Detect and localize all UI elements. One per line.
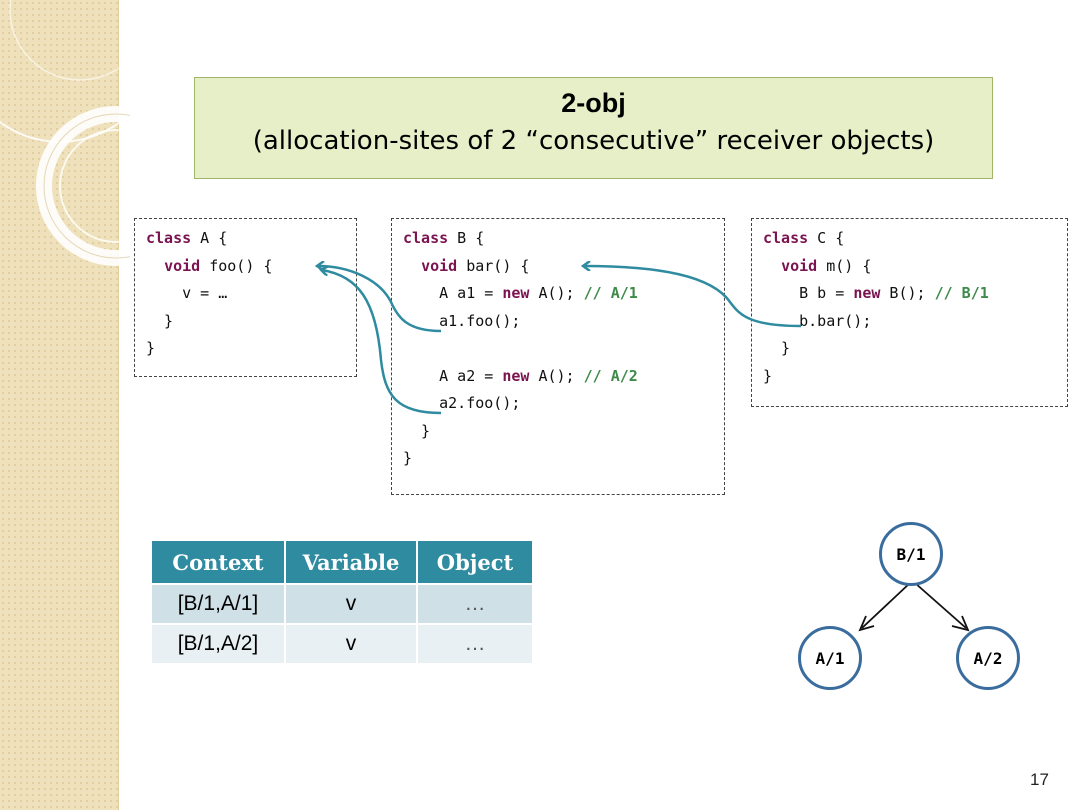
- code-line: }: [403, 421, 430, 441]
- context-table: Context Variable Object [B/1,A/1] v … [B…: [152, 541, 532, 663]
- code-line: b.bar();: [763, 311, 871, 331]
- code-text: a1.foo();: [403, 311, 521, 330]
- code-line: class A {: [146, 228, 227, 248]
- code-text: A();: [529, 284, 584, 302]
- code-keyword: new: [502, 366, 530, 385]
- code-text: C {: [808, 229, 845, 247]
- code-text: }: [763, 366, 773, 385]
- code-text: A {: [191, 229, 228, 247]
- code-text: A();: [529, 366, 584, 385]
- code-comment: // A/1: [583, 284, 638, 302]
- code-keyword: class: [403, 229, 449, 247]
- call-arrow-b-bar: [584, 266, 802, 328]
- code-line: void m() {: [763, 256, 871, 276]
- code-keyword: class: [763, 229, 809, 247]
- table-row: [B/1,A/1] v …: [152, 583, 532, 624]
- code-text: foo() {: [200, 256, 273, 275]
- code-line: }: [146, 311, 173, 331]
- code-text: A a2 =: [403, 366, 503, 385]
- slide-subtitle: (allocation-sites of 2 “consecutive” rec…: [252, 126, 935, 156]
- call-arrow-a2-foo: [322, 270, 442, 415]
- code-text: B b =: [763, 284, 854, 302]
- code-text: B();: [880, 284, 935, 302]
- code-line: }: [146, 338, 155, 358]
- code-keyword: void: [421, 256, 458, 275]
- code-line: a2.foo();: [403, 393, 520, 413]
- cell-variable: v: [285, 623, 418, 663]
- header-object: Object: [417, 541, 532, 584]
- code-keyword: new: [502, 284, 530, 302]
- code-comment: // B/1: [934, 284, 989, 302]
- code-text: }: [146, 339, 156, 357]
- edge-b1-a1: [861, 582, 911, 629]
- code-line: a1.foo();: [403, 311, 520, 331]
- page-number: 17: [1030, 770, 1049, 789]
- code-class-b: class B { void bar() { A a1 = new A(); /…: [391, 218, 725, 495]
- call-arrow-a1-foo: [318, 266, 442, 333]
- table-row: [B/1,A/2] v …: [152, 623, 532, 663]
- node-a2: A/2: [956, 626, 1020, 690]
- code-text: bar() {: [457, 256, 530, 275]
- code-keyword: new: [853, 284, 881, 302]
- node-a1: A/1: [798, 626, 862, 690]
- code-line: }: [403, 448, 412, 468]
- edge-b1-a2: [914, 582, 967, 629]
- code-keyword: class: [146, 229, 192, 247]
- code-keyword: void: [781, 256, 818, 275]
- code-text: }: [763, 339, 791, 357]
- code-text: m() {: [817, 256, 872, 275]
- code-text: }: [403, 421, 431, 440]
- code-text: B {: [448, 229, 485, 247]
- cell-object: …: [417, 623, 532, 663]
- code-line: A a1 = new A(); // A/1: [403, 283, 638, 303]
- code-text: b.bar();: [763, 311, 872, 330]
- code-line: }: [763, 366, 772, 386]
- code-line: void bar() {: [403, 256, 529, 276]
- code-comment: // A/2: [583, 366, 638, 385]
- slide-title: 2-obj: [561, 88, 626, 118]
- title-box: 2-obj (allocation-sites of 2 “consecutiv…: [194, 77, 993, 179]
- node-b1: B/1: [879, 522, 943, 586]
- code-text: a2.foo();: [403, 394, 521, 412]
- header-context: Context: [152, 541, 286, 584]
- code-line: B b = new B(); // B/1: [763, 283, 989, 303]
- code-line: v = …: [146, 283, 227, 303]
- code-text: A a1 =: [403, 284, 503, 302]
- code-line: void foo() {: [146, 256, 272, 276]
- code-class-c: class C { void m() { B b = new B(); // B…: [751, 218, 1068, 407]
- code-text: }: [403, 449, 413, 467]
- header-variable: Variable: [285, 541, 418, 584]
- code-line: }: [763, 338, 790, 358]
- code-class-a: class A { void foo() { v = … }}: [134, 218, 357, 377]
- code-line: A a2 = new A(); // A/2: [403, 366, 638, 386]
- code-line: class C {: [763, 228, 844, 248]
- code-text: v = …: [146, 284, 228, 302]
- decorative-rings: [0, 0, 130, 266]
- cell-context: [B/1,A/2]: [152, 623, 286, 663]
- code-keyword: void: [164, 256, 201, 275]
- cell-context: [B/1,A/1]: [152, 583, 286, 624]
- code-text: }: [146, 311, 174, 330]
- cell-variable: v: [285, 583, 418, 624]
- cell-object: …: [417, 583, 532, 624]
- code-line: class B {: [403, 228, 484, 248]
